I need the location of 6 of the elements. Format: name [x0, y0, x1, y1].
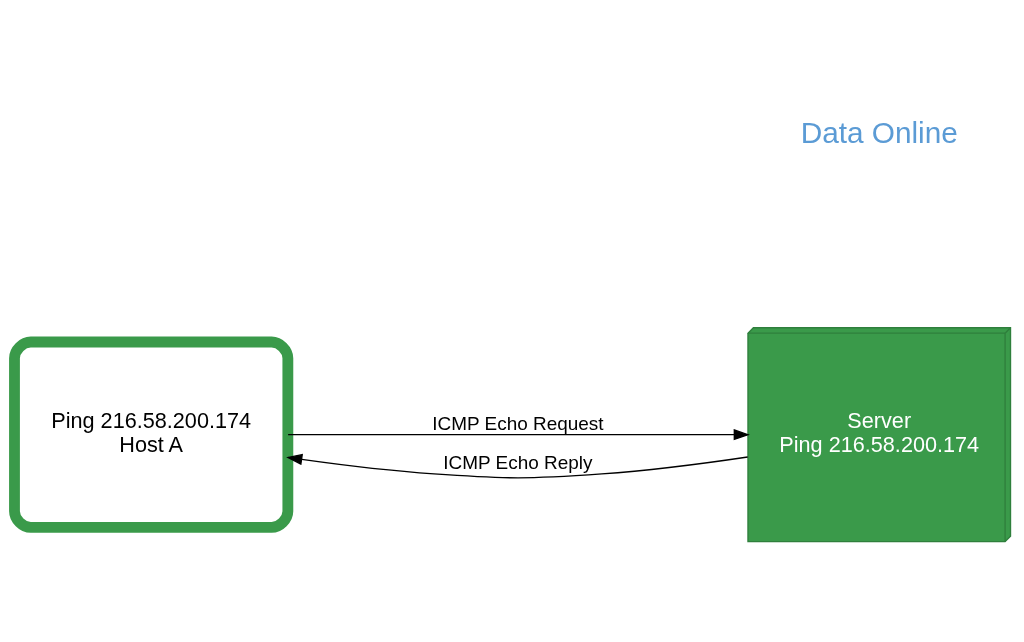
arrow [286, 429, 750, 441]
node-box: Ping 216.58.200.174 Host A [8, 336, 293, 533]
edge-label: ICMP Echo Reply [442, 451, 592, 473]
edge-label: ICMP Echo Request [431, 412, 604, 434]
label: Data Online [800, 116, 958, 150]
arrow [285, 453, 748, 479]
